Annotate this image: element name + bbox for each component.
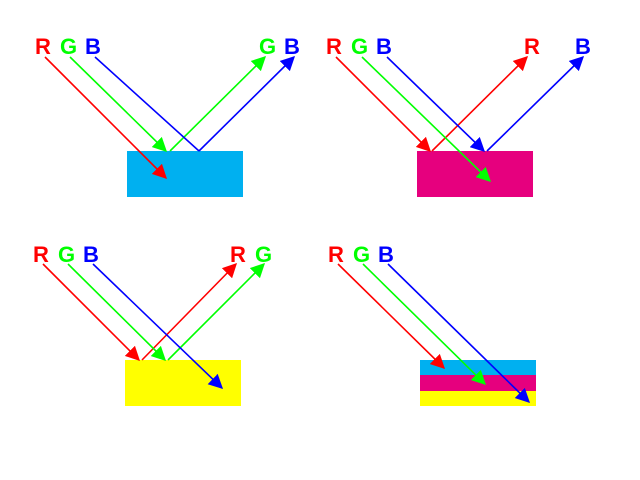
green-ray-reflected xyxy=(167,262,266,361)
blue-ray-incoming xyxy=(94,56,200,152)
incoming-label-b: B xyxy=(376,34,392,59)
cyan-surface xyxy=(127,151,243,197)
red-ray-reflected xyxy=(141,262,238,361)
blue-ray-reflected xyxy=(486,55,585,152)
red-ray-absorbed xyxy=(44,56,168,180)
blue-ray-absorbed xyxy=(92,263,224,389)
red-ray-incoming xyxy=(335,56,432,153)
red-ray-reflected xyxy=(431,55,529,152)
incoming-label-r: R xyxy=(328,242,344,267)
green-ray-absorbed xyxy=(362,263,487,386)
reflected-label-r: R xyxy=(524,34,540,59)
blue-ray-reflected xyxy=(198,55,296,152)
red-ray-absorbed xyxy=(337,263,446,370)
incoming-label-b: B xyxy=(83,242,99,267)
incoming-label-g: G xyxy=(58,242,75,267)
green-ray-incoming xyxy=(67,263,167,362)
green-ray-absorbed xyxy=(361,56,492,183)
panel-magenta: R G B R B xyxy=(326,34,591,197)
blue-ray-incoming xyxy=(386,56,486,153)
incoming-label-g: G xyxy=(60,34,77,59)
reflected-label-g: G xyxy=(259,34,276,59)
reflected-label-b: B xyxy=(284,34,300,59)
blue-ray-absorbed xyxy=(387,263,531,404)
incoming-label-g: G xyxy=(353,242,370,267)
incoming-label-g: G xyxy=(351,34,368,59)
incoming-label-b: B xyxy=(85,34,101,59)
incoming-label-r: R xyxy=(326,34,342,59)
panel-yellow: R G B R G xyxy=(33,242,272,406)
cyan-layer xyxy=(420,360,536,375)
incoming-label-r: R xyxy=(35,34,51,59)
yellow-layer xyxy=(420,391,536,406)
green-ray-reflected xyxy=(169,55,267,152)
magenta-surface xyxy=(417,151,533,197)
incoming-label-b: B xyxy=(378,242,394,267)
panel-cyan: R G B G B xyxy=(35,34,300,197)
incoming-label-r: R xyxy=(33,242,49,267)
reflected-label-b: B xyxy=(575,34,591,59)
reflected-label-g: G xyxy=(255,242,272,267)
green-ray-incoming xyxy=(69,56,168,153)
yellow-surface xyxy=(125,360,241,406)
red-ray-incoming xyxy=(42,263,141,362)
panel-stacked-cmy: R G B xyxy=(328,242,536,406)
reflected-label-r: R xyxy=(230,242,246,267)
